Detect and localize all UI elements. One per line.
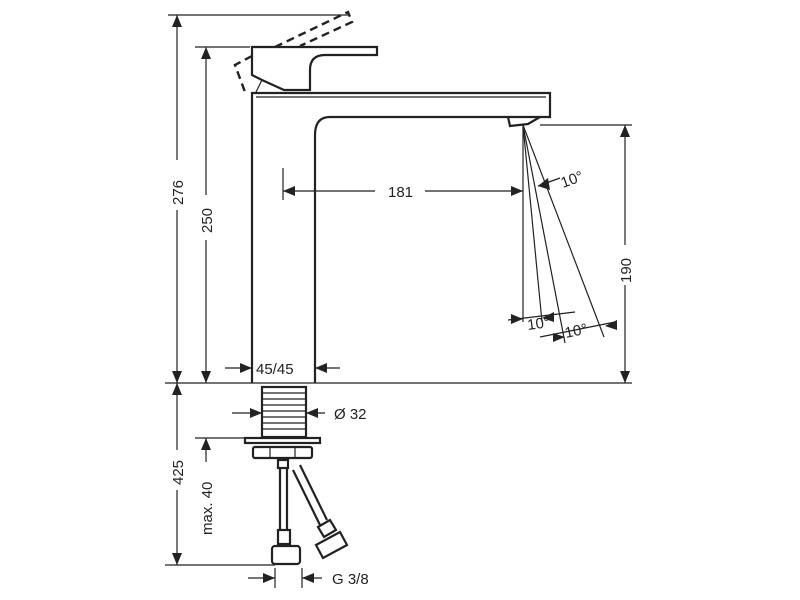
dimension-250: 250 [195,46,250,383]
base-size-label: 45/45 [256,361,294,378]
raised-handle-outline [233,10,354,93]
faucet-handle [250,45,379,93]
dimension-base: 45/45 [225,361,340,378]
hose-length-label: 425 [170,460,187,485]
dimension-181: 181 [282,125,524,322]
spout-reach-label: 181 [388,184,413,201]
supply-hoses [270,458,349,566]
faucet-body [250,91,552,383]
dimension-max40: max. 40 [195,437,245,535]
threaded-shank [243,385,322,460]
angle-top-label: 10° [559,168,586,192]
dimension-425: 425 [165,383,275,566]
dimension-shank: Ø 32 [232,406,367,423]
spray-angles: 10° 10° 10° [507,124,617,344]
angle-right-label: 10° [563,321,589,342]
shank-diameter-label: Ø 32 [334,406,367,423]
connection-label: G 3/8 [332,571,369,588]
spout-height-label: 190 [618,258,635,283]
handle-height-label: 250 [199,208,216,233]
total-height-label: 276 [170,180,187,205]
angle-left-label: 10° [526,314,551,334]
dimension-276: 276 [168,14,350,383]
dimension-connection: G 3/8 [248,568,369,588]
max-thickness-label: max. 40 [199,482,216,535]
dimension-190: 190 [540,124,635,383]
